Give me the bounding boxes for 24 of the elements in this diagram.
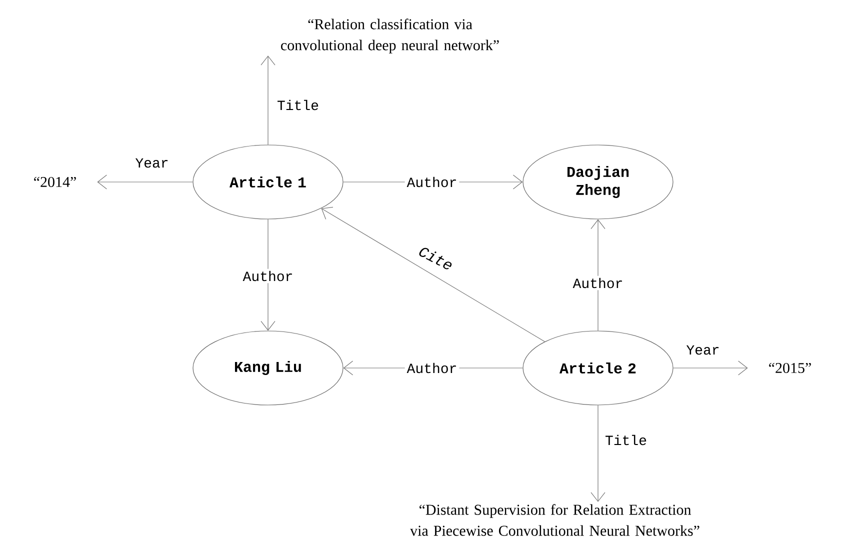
edge-label: Author	[404, 360, 460, 376]
edge-label: Author	[240, 268, 296, 284]
edge-label: Title	[606, 434, 646, 446]
ellipse-node: Daojian Zheng	[522, 144, 674, 220]
arrow	[321, 206, 546, 342]
ellipse-node: Kang Liu	[192, 330, 344, 406]
quoted-text: “2015”	[769, 362, 811, 374]
edge-label: Cite	[419, 248, 452, 270]
edge-label: Year	[135, 158, 168, 168]
arrow	[590, 219, 606, 331]
arrow	[260, 219, 276, 331]
arrow	[97, 174, 194, 190]
quoted-text: “2014”	[34, 176, 76, 188]
quoted-text: “Relation classification via convolutional deep neural network”	[281, 18, 499, 54]
ellipse-node: Article 2	[522, 330, 674, 406]
arrow	[260, 56, 276, 145]
arrow	[673, 360, 748, 376]
edge-label: Author	[404, 174, 460, 190]
ellipse-node: Article 1	[192, 144, 344, 220]
edge-label: Title	[278, 100, 318, 110]
edge-label: Author	[570, 276, 626, 290]
arrow	[590, 405, 606, 502]
edge-label: Year	[686, 345, 719, 355]
quoted-text: “Distant Supervision for Relation Extraction via Piecewise Convolutional Neural Networks”	[410, 504, 700, 536]
